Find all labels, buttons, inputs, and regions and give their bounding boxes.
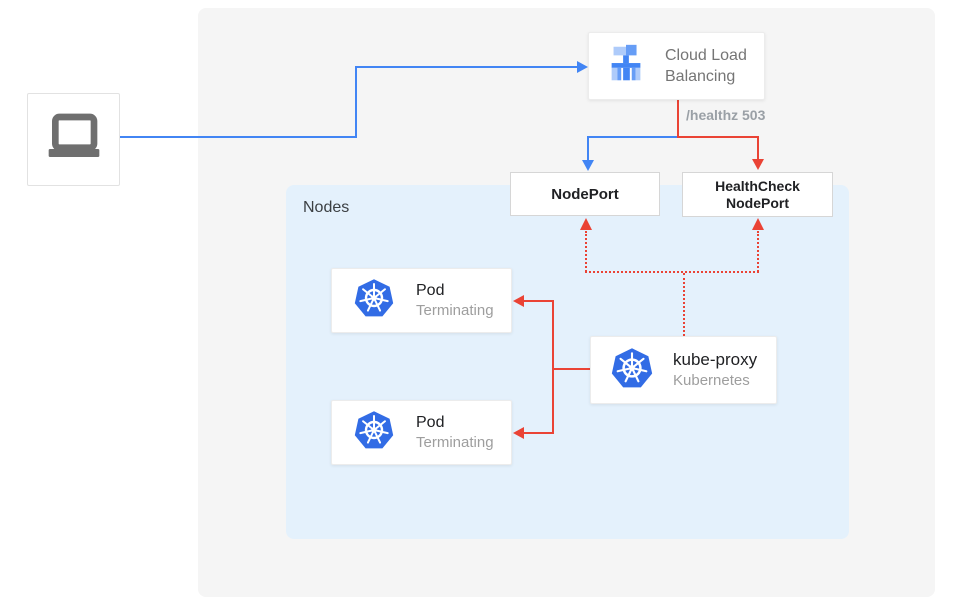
edge-to-hc-nodeport	[757, 136, 759, 161]
cloud-load-balancing-label: Cloud Load Balancing	[665, 47, 747, 85]
pod-1-title: Pod	[416, 282, 445, 299]
edge-kubeproxy-left	[553, 368, 590, 370]
edge-client-to-lb-seg3	[355, 66, 578, 68]
kube-proxy-title: kube-proxy	[673, 350, 758, 369]
arrowhead-into-cloud-lb	[577, 61, 588, 73]
kube-proxy-node: kube-proxy Kubernetes	[590, 336, 777, 404]
edge-to-nodeport	[587, 136, 589, 162]
healthcheck-nodeport-label-line1: HealthCheck	[715, 177, 800, 194]
kubernetes-icon	[611, 347, 653, 394]
edge-to-pod1	[523, 300, 554, 302]
edge-lb-down	[677, 100, 679, 138]
nodeport-label: NodePort	[551, 185, 619, 203]
edge-split-red	[677, 136, 759, 138]
load-balancer-icon	[603, 41, 649, 92]
kube-proxy-text: kube-proxy Kubernetes	[673, 349, 757, 391]
pod-1-status: Terminating	[416, 302, 494, 319]
arrowhead-into-hc-nodeport	[752, 159, 764, 170]
edge-kubeproxy-to-hc-nodeport	[757, 231, 759, 272]
arrowhead-up-nodeport	[580, 218, 592, 230]
edge-client-to-lb-seg1	[120, 136, 356, 138]
arrowhead-up-hc-nodeport	[752, 218, 764, 230]
pod-2-status: Terminating	[416, 434, 494, 451]
edge-to-pod2	[523, 432, 554, 434]
kubernetes-icon	[354, 410, 394, 455]
nodeport-node: NodePort	[510, 172, 660, 216]
edge-client-to-lb-seg2	[355, 66, 357, 138]
healthcheck-nodeport-label-line2: NodePort	[726, 194, 789, 211]
laptop-icon	[42, 105, 106, 174]
nodes-group-label: Nodes	[303, 199, 350, 216]
edge-kubeproxy-split	[585, 271, 759, 273]
pod-2-node: Pod Terminating	[331, 400, 512, 465]
pod-2-title: Pod	[416, 414, 445, 431]
healthz-503-label: /healthz 503	[686, 107, 766, 123]
edge-pods-trunk	[552, 300, 554, 434]
pod-2-text: Pod Terminating	[416, 412, 494, 453]
cloud-load-balancing-node: Cloud Load Balancing	[588, 32, 765, 100]
pod-1-text: Pod Terminating	[416, 280, 494, 321]
arrowhead-into-pod2	[513, 427, 524, 439]
pod-1-node: Pod Terminating	[331, 268, 512, 333]
kube-proxy-subtitle: Kubernetes	[673, 372, 750, 389]
kubernetes-icon	[354, 278, 394, 323]
edge-split-blue	[587, 136, 679, 138]
arrowhead-into-nodeport	[582, 160, 594, 171]
edge-kubeproxy-to-nodeport	[585, 231, 587, 272]
healthcheck-nodeport-node: HealthCheck NodePort	[682, 172, 833, 217]
client-node	[27, 93, 120, 186]
edge-kubeproxy-up	[683, 273, 685, 336]
arrowhead-into-pod1	[513, 295, 524, 307]
